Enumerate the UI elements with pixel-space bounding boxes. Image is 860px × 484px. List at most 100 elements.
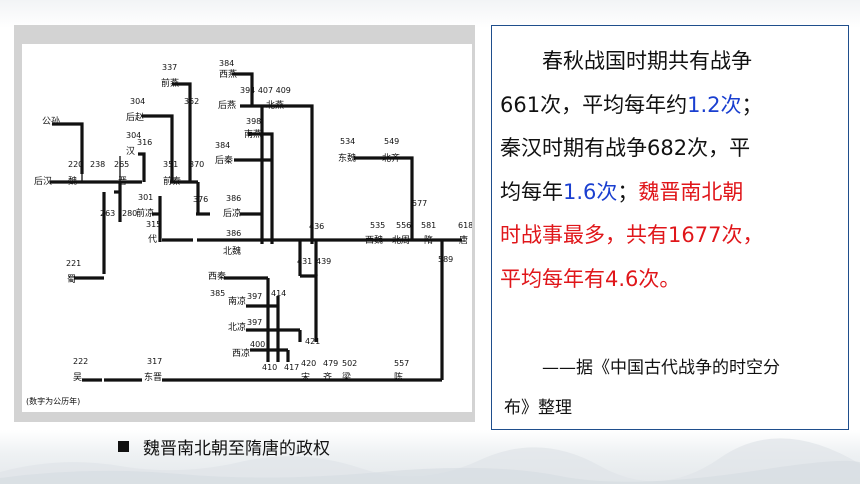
diagram-label: 前凉 bbox=[136, 207, 154, 219]
diagram-label: 337 bbox=[162, 63, 177, 72]
diagram-label: 北燕 bbox=[266, 99, 284, 111]
diagram-label: 577 bbox=[412, 199, 427, 208]
top-background bbox=[0, 0, 860, 28]
diagram-label: 317 bbox=[147, 357, 162, 366]
diagram-label: 后汉 bbox=[34, 176, 52, 187]
diagram-label: 代 bbox=[148, 234, 157, 245]
quote-line-2c: ； bbox=[741, 92, 763, 117]
diagram-label: 352 bbox=[184, 97, 199, 106]
diagram-label: 301 bbox=[138, 193, 153, 202]
diagram-label: 397 bbox=[247, 318, 262, 327]
timeline-svg: 384西燕394 407 409后燕北燕398337前燕352304后赵公孙30… bbox=[26, 59, 472, 406]
diagram-label: 北周 bbox=[392, 235, 410, 246]
diagram-label: 前燕 bbox=[161, 77, 179, 89]
diagram-label: 265 bbox=[114, 160, 129, 169]
diagram-label: 618 bbox=[458, 221, 472, 230]
diagram-label: 西燕 bbox=[219, 68, 237, 80]
diagram-label: 238 bbox=[90, 160, 105, 169]
diagram-label: 436 bbox=[309, 222, 324, 231]
diagram-label: 后凉 bbox=[223, 207, 241, 219]
diagram-label: 556 bbox=[396, 221, 411, 230]
highlight-rate-2: 1.6次 bbox=[563, 179, 618, 204]
diagram-label: 汉 bbox=[126, 146, 135, 157]
diagram-label: 386 bbox=[226, 229, 241, 238]
diagram-label: 431 bbox=[297, 257, 312, 266]
diagram-label: 西秦 bbox=[208, 270, 226, 282]
diagram-label: 公孙 bbox=[42, 115, 60, 127]
diagram-label: 南凉 bbox=[228, 295, 246, 307]
diagram-label: 后燕 bbox=[218, 99, 236, 111]
diagram-label: 479 bbox=[323, 359, 338, 368]
diagram-label: 316 bbox=[137, 138, 152, 147]
diagram-label: 吴 bbox=[73, 372, 82, 383]
quote-line-2a: 661次，平均每年约 bbox=[500, 92, 688, 117]
diagram-label: 400 bbox=[250, 340, 265, 349]
diagram-label: 304 bbox=[130, 97, 145, 106]
highlight-rate-1: 1.2次 bbox=[687, 92, 742, 117]
diagram-label: 410 bbox=[262, 363, 277, 372]
quote-paragraph: 春秋战国时期共有战争 661次，平均每年约1.2次； 秦汉时期有战争682次，平… bbox=[500, 40, 842, 301]
diagram-label: 北齐 bbox=[382, 152, 400, 164]
diagram-label: 384 bbox=[219, 59, 234, 68]
diagram-label: 304 bbox=[126, 131, 141, 140]
diagram-label: 唐 bbox=[459, 234, 468, 246]
diagram-label: 534 bbox=[340, 137, 355, 146]
diagram-label: 385 bbox=[210, 289, 225, 298]
diagram-label: 东晋 bbox=[144, 371, 162, 383]
diagram-note: (数字为公历年) bbox=[26, 396, 80, 406]
diagram-label: 北魏 bbox=[223, 245, 241, 257]
diagram-label: 535 bbox=[370, 221, 385, 230]
diagram-label: 东魏 bbox=[338, 152, 356, 164]
highlight-weijin-start: 魏晋南北朝 bbox=[638, 179, 744, 204]
diagram-label: 386 bbox=[226, 194, 241, 203]
diagram-label: 西魏 bbox=[365, 234, 383, 246]
diagram-label: 宋 bbox=[301, 371, 310, 383]
diagram-label: 西凉 bbox=[232, 347, 250, 359]
diagram-label: 220 bbox=[68, 160, 83, 169]
diagram-label: 北凉 bbox=[228, 321, 246, 333]
diagram-label: 557 bbox=[394, 359, 409, 368]
diagram-label: 齐 bbox=[323, 371, 332, 383]
diagram-label: 351 bbox=[163, 160, 178, 169]
ink-mountain-decoration bbox=[0, 438, 860, 484]
diagram-label: 蜀 bbox=[67, 274, 76, 285]
diagram-label: 420 bbox=[301, 359, 316, 368]
diagram-label: 394 407 409 bbox=[240, 86, 291, 95]
source-citation: ——据《中国古代战争的时空分 布》整理 bbox=[504, 348, 842, 428]
timeline-labels: 384西燕394 407 409后燕北燕398337前燕352304后赵公孙30… bbox=[34, 59, 472, 383]
diagram-label: 后赵 bbox=[126, 111, 144, 123]
diagram-label: 南燕 bbox=[244, 128, 262, 140]
diagram-label: 549 bbox=[384, 137, 399, 146]
diagram-label: 280 bbox=[122, 209, 137, 218]
quote-text-box: 春秋战国时期共有战争 661次，平均每年约1.2次； 秦汉时期有战争682次，平… bbox=[491, 25, 849, 430]
diagram-label: 222 bbox=[73, 357, 88, 366]
diagram-label: 417 bbox=[284, 363, 299, 372]
quote-line-4a: 均每年 bbox=[500, 179, 563, 204]
diagram-label: 581 bbox=[421, 221, 436, 230]
diagram-label: 前秦 bbox=[163, 175, 181, 187]
diagram-label: 221 bbox=[66, 259, 81, 268]
diagram-label: 376 bbox=[193, 195, 208, 204]
source-line-2: 布》整理 bbox=[504, 398, 572, 418]
quote-line-1: 春秋战国时期共有战争 bbox=[542, 49, 752, 73]
diagram-caption: 魏晋南北朝至隋唐的政权 bbox=[118, 434, 330, 459]
diagram-label: 398 bbox=[246, 117, 261, 126]
quote-line-3: 秦汉时期有战争682次，平 bbox=[500, 136, 751, 160]
bullet-square-icon bbox=[118, 440, 129, 452]
diagram-label: 384 bbox=[215, 141, 230, 150]
diagram-label: 370 bbox=[189, 160, 204, 169]
diagram-label: 263 bbox=[100, 209, 115, 218]
highlight-weijin-line-5: 时战事最多，共有1677次， bbox=[500, 223, 764, 247]
timeline-thin-connectors bbox=[81, 156, 121, 182]
diagram-label: 397 bbox=[247, 292, 262, 301]
diagram-label: 414 bbox=[271, 289, 286, 298]
caption-text: 魏晋南北朝至隋唐的政权 bbox=[143, 438, 330, 459]
diagram-label: 后秦 bbox=[215, 154, 233, 166]
timeline-lines bbox=[50, 72, 462, 382]
highlight-weijin-line-6: 平均每年有4.6次。 bbox=[500, 266, 681, 291]
diagram-label: 502 bbox=[342, 359, 357, 368]
diagram-label: 421 bbox=[305, 337, 320, 346]
diagram-label: 隋 bbox=[424, 234, 433, 246]
diagram-label: 315 bbox=[146, 220, 161, 229]
